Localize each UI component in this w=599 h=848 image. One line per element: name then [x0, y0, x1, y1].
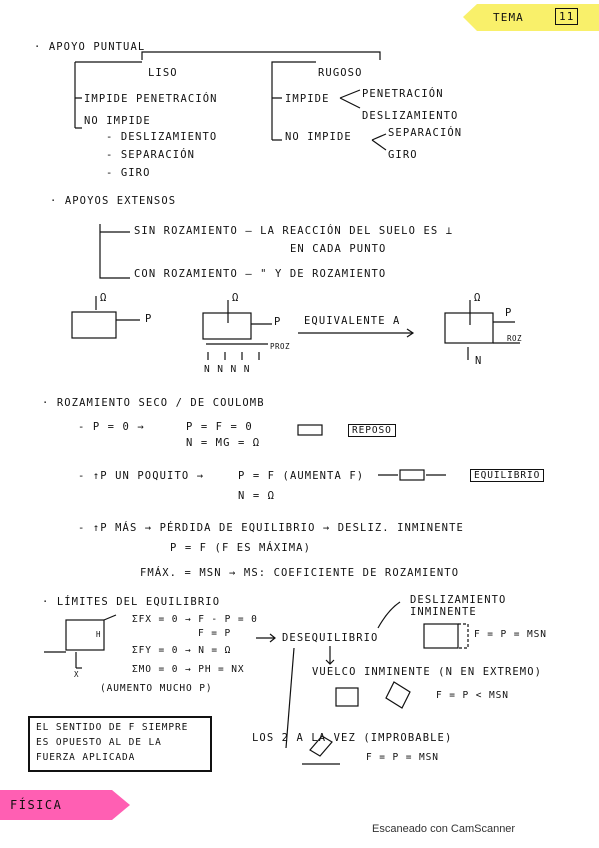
list-item: - DESLIZAMIENTO	[106, 131, 218, 143]
equilibrio-badge: EQUILIBRIO	[470, 469, 545, 482]
rugoso-no-impide: NO IMPIDE	[285, 131, 352, 143]
rugoso-penetracion: PENETRACIÓN	[362, 88, 444, 100]
force-p-symbol: P	[505, 307, 513, 319]
deslizamiento-title: DESLIZAMIENTO	[410, 594, 507, 606]
weight-symbol: ω	[232, 292, 240, 304]
h-symbol: h	[96, 630, 102, 639]
rugoso-separacion: SEPARACIÓN	[388, 127, 463, 139]
rugoso-impide: IMPIDE	[285, 93, 330, 105]
note-box	[28, 716, 212, 772]
x-symbol: x	[74, 670, 80, 679]
ambos-label: LOS 2 A LA VEZ (IMPROBABLE)	[252, 732, 453, 744]
equivalente-label: EQUIVALENTE A	[304, 315, 401, 327]
force-p-symbol: P	[145, 313, 153, 325]
fisica-tab	[0, 790, 130, 820]
reposo-badge: REPOSO	[348, 424, 396, 437]
roz-label: Roz	[507, 334, 523, 343]
scanner-credit: Escaneado con CamScanner	[372, 823, 516, 835]
fmax-definition: Fmáx. = μsN → μs: COEFICIENTE DE ROZAMIE…	[140, 567, 460, 579]
case2-b: P = F (aumenta F)	[238, 470, 365, 482]
note-line3: FUERZA APLICADA	[36, 752, 136, 763]
case1-c: N = mg = ω	[186, 437, 261, 449]
no-impide-label: NO IMPIDE	[84, 115, 151, 127]
normal-symbol: N	[475, 355, 483, 367]
f-equals-p: F = P	[198, 628, 232, 639]
desequilibrio-label: DESEQUILIBRIO	[282, 632, 379, 644]
case1-b: P = F = 0	[186, 421, 253, 433]
aumento-label: (AUMENTO MUCHO P)	[100, 683, 213, 694]
force-p-symbol: P	[274, 316, 282, 328]
list-item: - GIRO	[106, 167, 151, 179]
rugoso-label: RUGOSO	[318, 67, 363, 79]
weight-symbol: ω	[100, 292, 108, 304]
rugoso-giro: GIRO	[388, 149, 418, 161]
sum-fx: ΣFx = 0 → F - P = 0	[132, 614, 258, 625]
section2-title: · APOYOS EXTENSOS	[50, 195, 177, 207]
weight-symbol: ω	[474, 292, 482, 304]
tema-label: TEMA	[493, 11, 524, 24]
case2-c: N = ω	[238, 490, 276, 502]
impide-penetracion: IMPIDE PENETRACIÓN	[84, 93, 218, 105]
note-line1: EL SENTIDO DE F SIEMPRE	[36, 722, 189, 733]
normal-row: N N N N	[204, 364, 251, 375]
deslizamiento-eq: F = P = μsN	[474, 629, 547, 640]
sin-rozamiento-cont: EN CADA PUNTO	[290, 243, 387, 255]
vuelco-label: VUELCO INMINENTE (N EN EXTREMO)	[312, 666, 543, 678]
tema-number: 11	[555, 8, 579, 25]
section4-title: · LÍMITES DEL EQUILIBRIO	[42, 596, 221, 608]
rugoso-deslizamiento: DESLIZAMIENTO	[362, 110, 459, 122]
case2-a: - ↑P UN POQUITO →	[78, 470, 205, 482]
ambos-eq: F = P = μsN	[366, 752, 439, 763]
section3-title: · ROZAMIENTO SECO / DE COULOMB	[42, 397, 265, 409]
section1-title: · APOYO PUNTUAL	[34, 41, 146, 53]
subject-label: FÍSICA	[10, 798, 63, 812]
liso-label: LISO	[148, 67, 178, 79]
proz-label: Proz	[270, 342, 291, 351]
list-item: - SEPARACIÓN	[106, 149, 196, 161]
note-line2: ES OPUESTO AL DE LA	[36, 737, 162, 748]
sin-rozamiento: SIN ROZAMIENTO — LA REACCIÓN DEL SUELO E…	[134, 225, 454, 237]
sum-mo: ΣMo = 0 → Ph = Nx	[132, 664, 245, 675]
case3: - ↑P MÁS → PÉRDIDA DE EQUILIBRIO → DESLI…	[78, 522, 464, 534]
sum-fy: ΣFy = 0 → N = ω	[132, 645, 232, 656]
deslizamiento-title2: INMINENTE	[410, 606, 477, 618]
case1-a: - P = 0 →	[78, 421, 145, 433]
case3-result: P = F (F ES MÁXIMA)	[170, 542, 312, 554]
vuelco-eq: F = P < μsN	[436, 690, 509, 701]
con-rozamiento: CON ROZAMIENTO — " Y DE ROZAMIENTO	[134, 268, 387, 280]
